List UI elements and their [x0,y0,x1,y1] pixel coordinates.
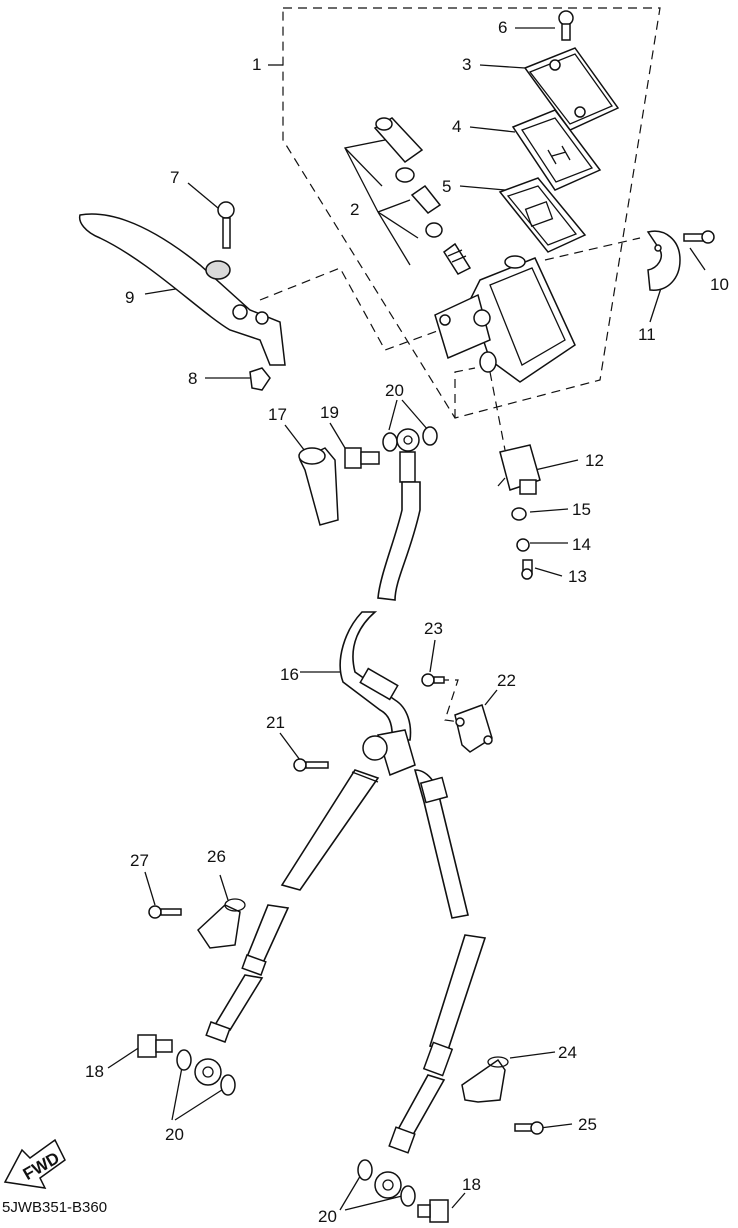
callout-21: 21 [266,713,285,732]
clip-26 [197,898,246,949]
callout-labels: 1 2 3 4 5 6 7 8 9 10 11 12 13 14 15 16 1… [85,18,729,1226]
callout-22: 22 [497,671,516,690]
bolt-25 [514,1121,544,1135]
fwd-arrow-icon: FWD [3,1138,66,1189]
callout-9: 9 [125,288,134,307]
callout-3: 3 [462,55,471,74]
bolt-21 [293,758,329,772]
union-bolt-18-right [417,1199,449,1223]
callout-23: 23 [424,619,443,638]
master-cylinder-body [434,255,576,383]
brake-hose-right-upper [413,769,469,919]
callout-16: 16 [280,665,299,684]
leader-lines [107,27,706,1211]
callout-18: 18 [85,1062,104,1081]
nut-8 [249,367,271,391]
callout-4: 4 [452,117,461,136]
callout-17: 17 [268,405,287,424]
brake-hose-left-lower [194,904,290,1086]
callout-20-c: 20 [318,1207,337,1226]
brake-hose-16-upper [377,428,421,601]
callout-11: 11 [638,325,656,344]
callout-10: 10 [710,275,729,294]
callout-18-b: 18 [462,1175,481,1194]
callout-14: 14 [572,535,591,554]
dash-bracket-23-22 [440,679,461,723]
diaphragm-5 [498,177,587,253]
callout-2: 2 [350,200,359,219]
screw-14 [516,538,530,552]
hose-joint [362,729,416,777]
reservoir-cap-3 [523,47,620,131]
callout-13: 13 [568,567,587,586]
gasket-20-upper [382,426,438,452]
bolt-27 [148,905,182,919]
brake-hose-right-lower [374,934,487,1199]
clip-24 [461,1056,509,1103]
piston-kit-leader [344,139,419,266]
callout-20-b: 20 [165,1125,184,1144]
brake-switch-12 [497,444,541,495]
callout-8: 8 [188,369,197,388]
callout-7: 7 [170,168,179,187]
clamp-11 [646,230,681,291]
callout-1: 1 [252,55,261,74]
dash-clamp-to-body [544,237,641,261]
brake-hose-left-upper [280,769,380,891]
callout-12: 12 [585,451,604,470]
dash-lever-to-body [259,267,441,351]
callout-5: 5 [442,177,451,196]
dash-switch [489,371,506,451]
diaphragm-plate-4 [511,109,602,191]
drawing-code: 5JWB351-B360 [2,1199,107,1216]
callout-20: 20 [385,381,404,400]
union-bolt-18-left [137,1034,173,1058]
callout-26: 26 [207,847,226,866]
brake-hose-16-middle [339,611,412,741]
callout-6: 6 [498,18,507,37]
bracket-22 [454,704,493,753]
screw-13 [521,559,533,580]
washer-15 [511,507,527,521]
screw-6 [558,10,574,41]
piston-kit-2 [373,117,472,275]
bolt-10 [683,230,715,244]
bolt-23 [421,673,445,687]
gasket-20-left [176,1049,236,1096]
union-bolt-19 [344,447,380,469]
cover-17 [298,447,339,526]
dash-bolt-to-body [454,367,476,418]
brake-lever-9 [78,213,286,366]
callout-15: 15 [572,500,591,519]
master-cylinder-assembly-boundary [282,7,661,419]
callout-25: 25 [578,1115,597,1134]
pivot-bolt-7 [217,201,235,249]
callout-27: 27 [130,851,149,870]
gasket-20-right [357,1159,416,1207]
callout-24: 24 [558,1043,577,1062]
callout-19: 19 [320,403,339,422]
